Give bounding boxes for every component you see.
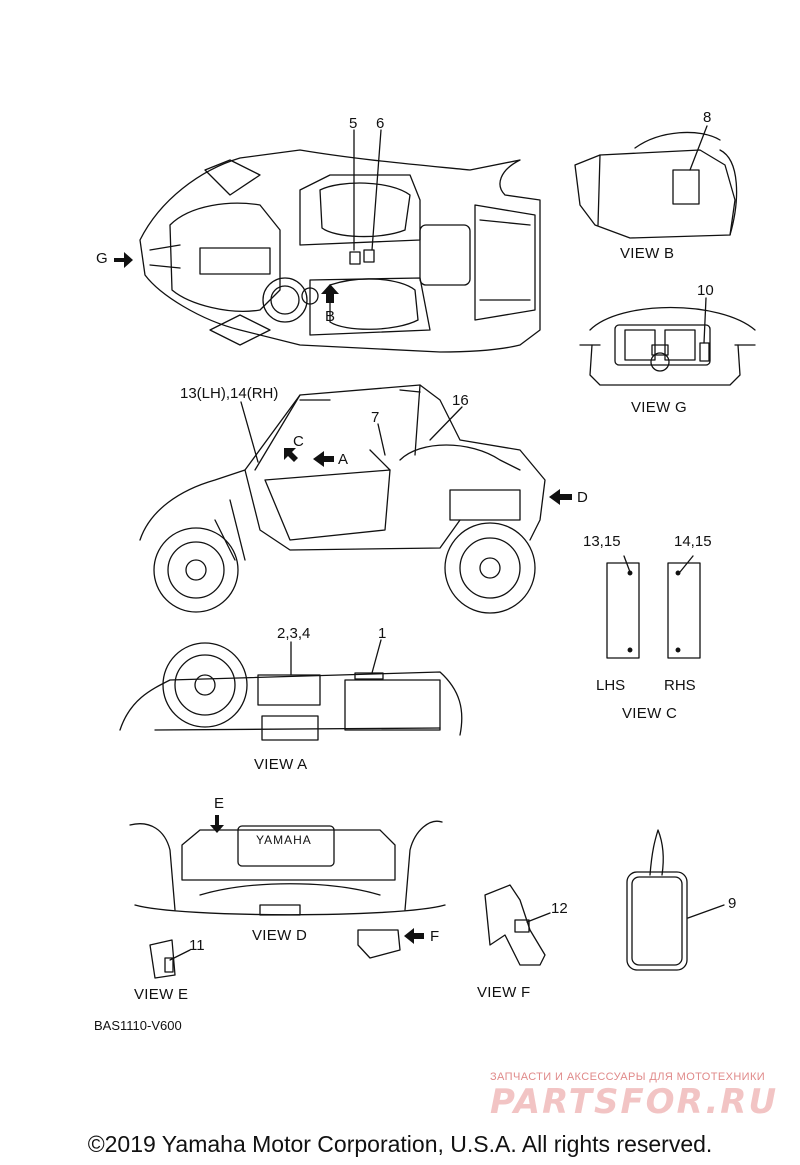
hang-tag-item-9 xyxy=(626,829,725,971)
view-g-caption: VIEW G xyxy=(631,399,687,416)
view-letter-c: C xyxy=(293,433,304,450)
view-e-drawing xyxy=(149,939,191,979)
callout-9: 9 xyxy=(728,895,737,912)
grille-brand-text: YAMAHA xyxy=(256,833,312,847)
view-letter-a: A xyxy=(338,451,349,468)
callout-7: 7 xyxy=(371,409,380,426)
callout-8: 8 xyxy=(703,109,712,126)
arrow-b xyxy=(321,284,339,303)
view-letter-f: F xyxy=(430,928,440,945)
view-f-drawing xyxy=(484,884,551,966)
view-c-drawing xyxy=(606,555,701,659)
rhs-label: RHS xyxy=(664,677,696,694)
view-d-drawing xyxy=(129,820,446,959)
copyright-notice: ©2019 Yamaha Motor Corporation, U.S.A. A… xyxy=(87,1131,713,1157)
view-letter-d: D xyxy=(577,489,588,506)
callout-11: 11 xyxy=(189,937,205,954)
view-b-caption: VIEW B xyxy=(620,245,675,262)
callout-13-14: 13(LH),14(RH) xyxy=(180,385,279,402)
view-g-drawing xyxy=(579,297,756,386)
callout-6: 6 xyxy=(376,115,385,132)
view-f-caption: VIEW F xyxy=(477,984,531,1001)
arrow-e xyxy=(210,815,224,833)
view-a-caption: VIEW A xyxy=(254,756,308,773)
callout-14-15: 14,15 xyxy=(674,533,712,550)
arrow-g xyxy=(114,252,133,268)
view-letter-e: E xyxy=(214,795,225,812)
view-b-drawing xyxy=(574,125,738,239)
callout-13-15: 13,15 xyxy=(583,533,621,550)
arrow-a xyxy=(313,451,334,467)
view-c-caption: VIEW C xyxy=(622,705,678,722)
view-a-drawing xyxy=(119,639,463,741)
arrow-c xyxy=(284,448,298,462)
arrow-f xyxy=(404,928,424,944)
view-e-caption: VIEW E xyxy=(134,986,189,1003)
view-letter-g: G xyxy=(96,250,108,267)
callout-2-3-4: 2,3,4 xyxy=(277,625,311,642)
top-view-vehicle xyxy=(139,149,541,353)
watermark-tagline: ЗАПЧАСТИ И АКСЕССУАРЫ ДЛЯ МОТОТЕХНИКИ xyxy=(490,1071,766,1083)
callout-16: 16 xyxy=(452,392,469,409)
callout-5: 5 xyxy=(349,115,358,132)
diagram-code: BAS1110-V600 xyxy=(94,1018,182,1033)
callout-1: 1 xyxy=(378,625,387,642)
view-letter-b: B xyxy=(325,308,336,325)
side-view-vehicle xyxy=(139,384,546,614)
lhs-label: LHS xyxy=(596,677,626,694)
callout-12: 12 xyxy=(551,900,568,917)
view-d-caption: VIEW D xyxy=(252,927,308,944)
watermark-brand-logo: PARTSFOR.RU xyxy=(490,1082,779,1122)
arrow-d xyxy=(549,489,572,505)
callout-10: 10 xyxy=(697,282,714,299)
